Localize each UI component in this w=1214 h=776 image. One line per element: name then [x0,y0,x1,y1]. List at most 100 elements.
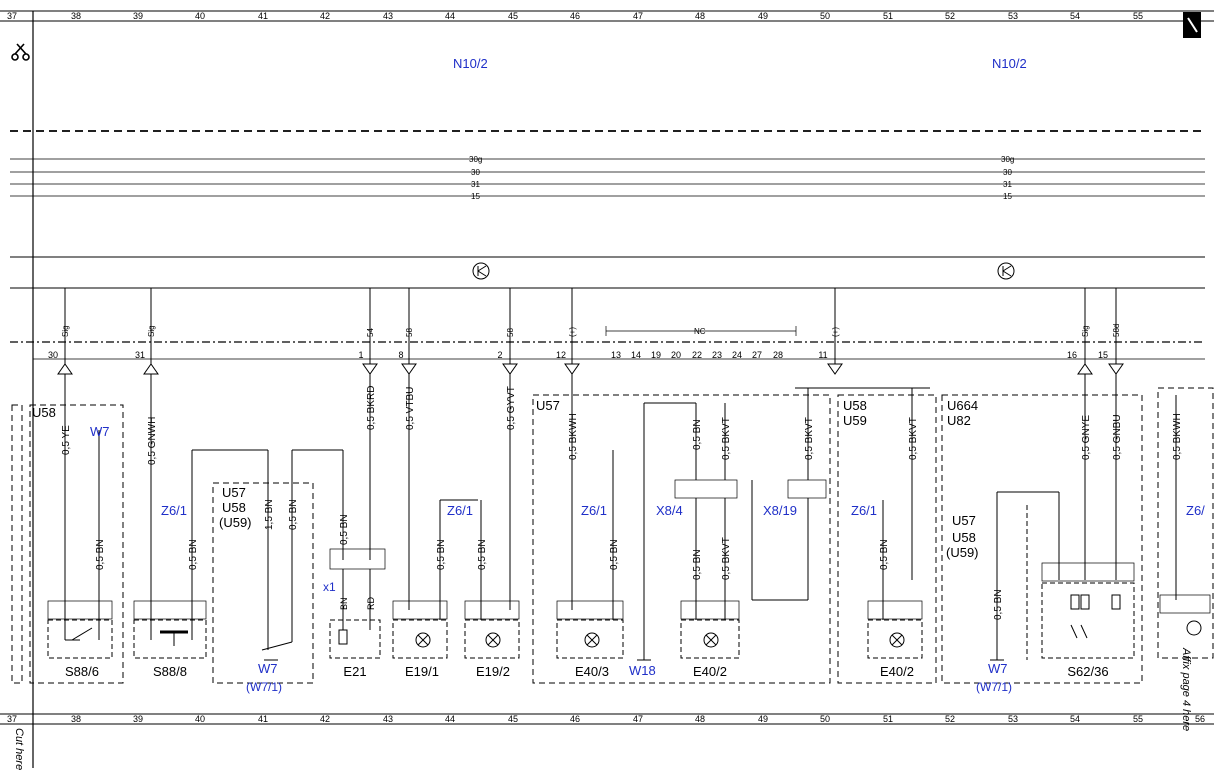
variant-label: U58 [32,405,56,420]
pin-sig-label: Sig [1081,325,1090,337]
foot-col-54: 54 [1070,714,1080,724]
col-37: 37 [7,11,17,21]
variant-label: U57 [536,398,560,413]
module-label-left: N10/2 [453,56,488,71]
col-49: 49 [758,11,768,21]
foot-col-47: 47 [633,714,643,724]
module-label-right: N10/2 [992,56,1027,71]
variant-label: U58 [222,500,246,515]
foot-col-44: 44 [445,714,455,724]
foot-col-52: 52 [945,714,955,724]
col-41: 41 [258,11,268,21]
pin-number: 8 [398,350,403,360]
wire-label: 0,5 BKVT [721,537,732,580]
wire-label: 0,5 BN [692,419,703,450]
bus-label-15: 15 [471,192,480,201]
pin-58-label: 58 [506,328,515,337]
foot-col-41: 41 [258,714,268,724]
page-tab-icon [1183,12,1201,38]
wire-label: 0,5 BN [477,539,488,570]
foot-col-45: 45 [508,714,518,724]
cut-here-label: Cut here [13,728,25,770]
variant-label: U57 [952,513,976,528]
connector-x8-4: X8/4 [656,503,683,518]
pin-number: 1 [358,350,363,360]
wire-label: 1,5 BN [264,499,275,530]
w7-label: W7 [90,424,110,439]
variant-label: U664 [947,398,978,413]
affix-label: Affix page 4 here [1180,647,1192,731]
pin-number: 15 [1098,350,1108,360]
col-50: 50 [820,11,830,21]
pin-sig-label: Sig [61,325,70,337]
wire-label: 0,5 BKVT [804,417,815,460]
pin-number: 11 [818,350,827,360]
pin-number: 20 [671,350,681,360]
col-45: 45 [508,11,518,21]
component-label: E21 [343,664,366,679]
pin-58-label: 58 [405,328,414,337]
wire-label: 0,5 BN [339,514,350,545]
bus-label-30-r: 30 [1003,168,1012,177]
foot-col-53: 53 [1008,714,1018,724]
wire-label: 0,5 VTBU [405,387,416,430]
pin-number: 16 [1067,350,1077,360]
component-label: E19/1 [405,664,439,679]
component-label: S62/36 [1067,664,1108,679]
w7-1-label: (W7/1) [976,680,1012,694]
foot-col-40: 40 [195,714,205,724]
pin-number: 13 [611,350,621,360]
foot-col-49: 49 [758,714,768,724]
ground-label: Z6/1 [447,503,473,518]
wire-label: 0,5 BKVT [721,417,732,460]
bus-label-30g-r: 30g [1001,155,1014,164]
col-54: 54 [1070,11,1080,21]
variant-label: U57 [222,485,246,500]
bus-label-15-r: 15 [1003,192,1012,201]
variant-label: U82 [947,413,971,428]
ground-label: Z6/1 [851,503,877,518]
connector-rd-label: RD [366,597,376,610]
pin-number: 12 [556,350,566,360]
pin-number: 28 [773,350,783,360]
bus-label-31: 31 [471,180,480,189]
col-42: 42 [320,11,330,21]
pin-number: 22 [692,350,702,360]
col-39: 39 [133,11,143,21]
x1-label: x1 [323,580,336,594]
foot-col-37: 37 [7,714,17,724]
col-38: 38 [71,11,81,21]
wire-label: 0,5 YE [61,425,72,455]
foot-col-43: 43 [383,714,393,724]
pin-number: 24 [732,350,742,360]
col-51: 51 [883,11,893,21]
wire-label: 0,5 BN [436,539,447,570]
scissors-icon [11,43,30,61]
col-47: 47 [633,11,643,21]
foot-col-48: 48 [695,714,705,724]
pin-nc-label: NC [694,327,706,336]
foot-col-42: 42 [320,714,330,724]
wire-label: 0,5 BN [993,589,1004,620]
wire-label: 0,5 BKVT [908,417,919,460]
wire-label: 0,5 BKWH [1172,413,1183,460]
ground-label: Z6/1 [161,503,187,518]
component-label: E40/3 [575,664,609,679]
pin-number: 19 [651,350,661,360]
wire-label: 0,5 BKWH [568,413,579,460]
connector-bn-label: BN [339,597,349,610]
col-55: 55 [1133,11,1143,21]
pin-number: 27 [752,350,762,360]
variant-label: (U59) [946,545,979,560]
foot-col-39: 39 [133,714,143,724]
w18-label: W18 [629,663,656,678]
pin-number: 2 [497,350,502,360]
wire-label: 0,5 GNYE [1081,415,1092,460]
wire-label: 0,5 BN [288,499,299,530]
pin-sig-label: Sig [147,325,156,337]
pin-plus-label: (+) [568,327,577,337]
pin-number: 31 [135,350,145,360]
ground-label: Z6/ [1186,503,1205,518]
col-44: 44 [445,11,455,21]
